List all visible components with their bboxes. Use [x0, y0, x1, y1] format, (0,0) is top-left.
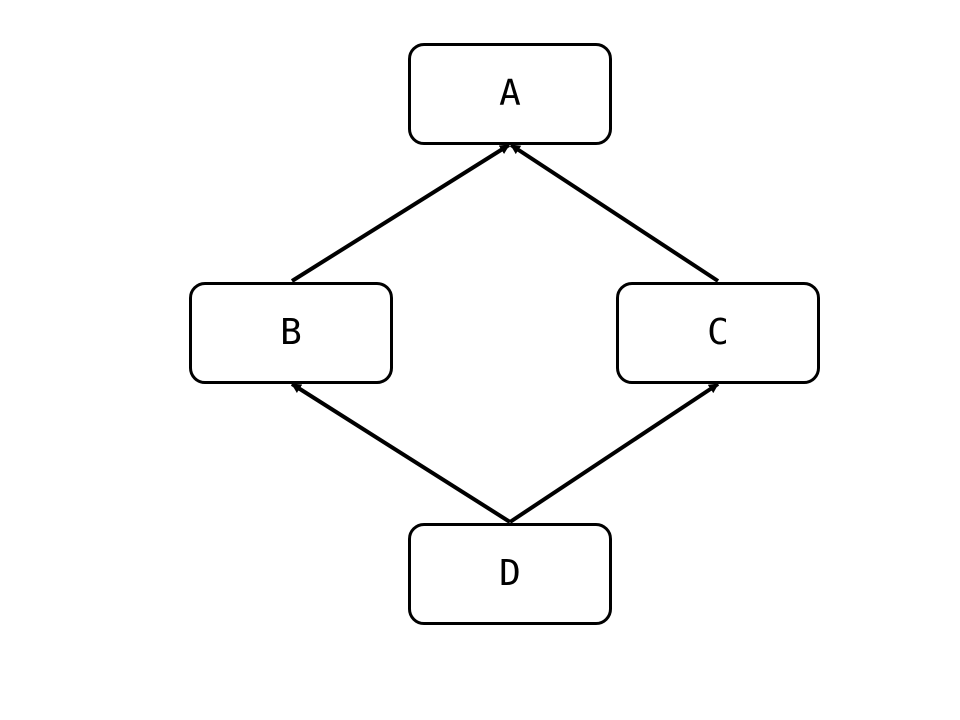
- node-d: D: [408, 523, 612, 625]
- node-b: B: [189, 282, 393, 384]
- node-c-label: C: [707, 312, 729, 353]
- edge-c-to-a-arrow: [509, 143, 720, 283]
- edge-d-to-c-arrow: [508, 382, 720, 524]
- node-d-label: D: [499, 553, 521, 594]
- node-b-label: B: [280, 312, 302, 353]
- node-a: A: [408, 43, 612, 145]
- edge-b-to-a-arrow: [290, 143, 511, 283]
- node-c: C: [616, 282, 820, 384]
- node-a-label: A: [499, 73, 521, 114]
- edge-d-to-b-arrow: [290, 382, 512, 524]
